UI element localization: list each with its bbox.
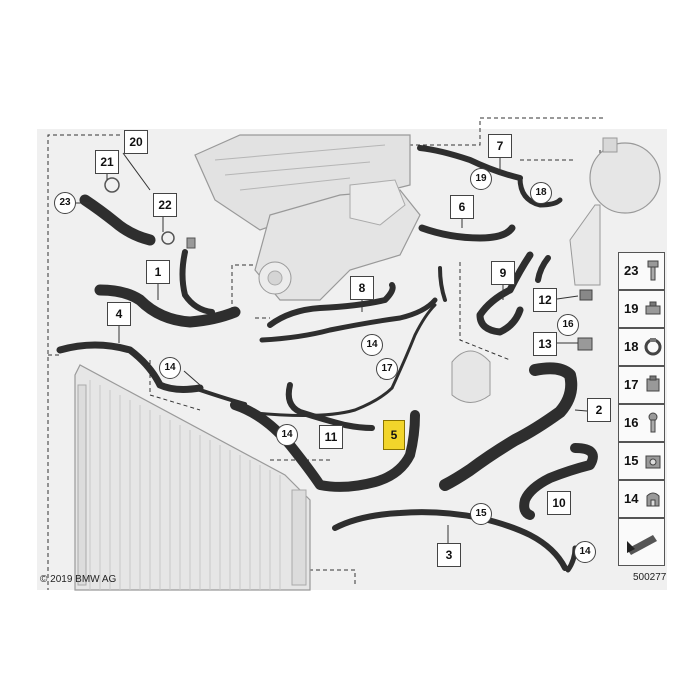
o-ring-22 <box>161 231 175 245</box>
callout-7: 7 <box>488 134 512 158</box>
legend-cell-17: 17 <box>618 366 665 404</box>
callout-5: 5 <box>383 420 405 450</box>
hose-clip-icon <box>646 492 660 507</box>
legend-cell-18: 18 <box>618 328 665 366</box>
callout-14a: 14 <box>361 334 383 356</box>
hose-7 <box>417 145 523 181</box>
hose-1 <box>94 284 241 328</box>
callout-15: 15 <box>470 503 492 525</box>
copyright-text: © 2019 BMW AG <box>40 574 117 585</box>
small-parts <box>104 177 593 351</box>
callout-12: 12 <box>533 288 557 312</box>
callout-1: 1 <box>146 260 170 284</box>
callout-17: 17 <box>376 358 398 380</box>
callout-9: 9 <box>491 261 515 285</box>
callout-6: 6 <box>450 195 474 219</box>
callout-14d: 14 <box>574 541 596 563</box>
line-17-upper <box>390 303 437 390</box>
arrow-icon <box>627 535 657 555</box>
screw-icon <box>648 412 658 433</box>
legend-cell-23: 23 <box>618 252 665 290</box>
hose-8-lower <box>259 297 438 343</box>
callout-11: 11 <box>319 425 343 449</box>
callout-13: 13 <box>533 332 557 356</box>
callout-22: 22 <box>153 193 177 217</box>
hose-6 <box>418 224 516 242</box>
callout-14b: 14 <box>159 357 181 379</box>
hose-18 <box>517 175 563 208</box>
legend-number: 16 <box>624 415 639 430</box>
callout-10: 10 <box>547 491 571 515</box>
connector-icon <box>646 375 660 392</box>
callout-4: 4 <box>107 302 131 326</box>
legend-cell-15: 15 <box>618 442 665 480</box>
callout-8: 8 <box>350 276 374 300</box>
callout-14c: 14 <box>276 424 298 446</box>
legend-number: 15 <box>624 453 639 468</box>
callout-3: 3 <box>437 543 461 567</box>
callout-2: 2 <box>587 398 611 422</box>
clip-icon <box>645 301 661 315</box>
hose-8-stub <box>438 266 447 302</box>
legend-cell-arrow <box>618 518 665 566</box>
hose-9-upper <box>535 255 551 283</box>
legend-number: 18 <box>624 339 639 354</box>
radiator <box>74 364 311 591</box>
callout-21: 21 <box>95 150 119 174</box>
bolt-icon <box>647 260 659 281</box>
clip-part <box>186 237 196 249</box>
legend-cell-14: 14 <box>618 480 665 518</box>
hose-2 <box>439 362 578 491</box>
callout-20: 20 <box>124 130 148 154</box>
hose-20 <box>79 194 156 246</box>
hose-4 <box>56 341 204 393</box>
hose-11 <box>285 382 375 431</box>
callout-23: 23 <box>54 192 76 214</box>
legend-number: 17 <box>624 377 639 392</box>
hose-8 <box>267 282 396 328</box>
hose-10 <box>519 443 598 520</box>
bracket-icon <box>645 455 661 469</box>
small-reservoir <box>451 350 491 403</box>
expansion-tank <box>569 137 661 286</box>
diagram-code: 500277 <box>633 572 667 583</box>
hose-9 <box>476 251 534 336</box>
legend-number: 14 <box>624 491 639 506</box>
bracket-13 <box>577 337 593 351</box>
bracket-12 <box>579 289 593 301</box>
legend-number: 23 <box>624 263 639 278</box>
water-pump-assembly <box>254 179 421 301</box>
legend-cell-19: 19 <box>618 290 665 328</box>
callout-16: 16 <box>557 314 579 336</box>
legend-number: 19 <box>624 301 639 316</box>
legend-cell-16: 16 <box>618 404 665 442</box>
clamp-icon <box>644 338 662 356</box>
line-17 <box>243 386 394 418</box>
hose-1-branch <box>179 249 215 315</box>
callout-18: 18 <box>530 182 552 204</box>
callout-19: 19 <box>470 168 492 190</box>
o-ring-21 <box>104 177 120 193</box>
